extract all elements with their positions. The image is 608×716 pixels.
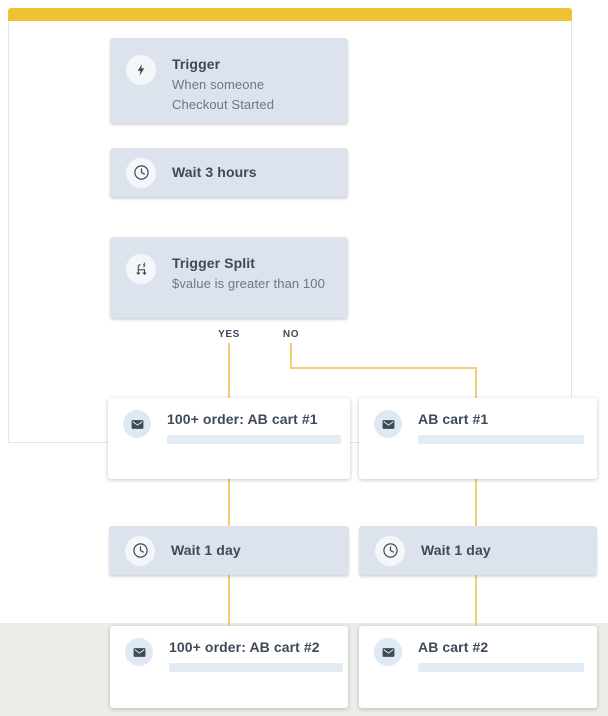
node-title: AB cart #2 (418, 639, 489, 655)
clock-icon (125, 535, 155, 566)
node-title: 100+ order: AB cart #2 (169, 639, 320, 655)
connector-no-vertical-top (290, 343, 292, 369)
email-preview-bar (169, 663, 343, 673)
node-trigger[interactable]: Trigger When someone Checkout Started (110, 38, 348, 123)
branch-label-yes: YES (218, 329, 240, 340)
lightning-icon (126, 55, 156, 85)
node-wait-1-day-no[interactable]: Wait 1 day (359, 526, 597, 575)
node-trigger-split[interactable]: Trigger Split $value is greater than 100 (110, 237, 348, 318)
node-email-ab-cart-2-no[interactable]: AB cart #2 (359, 626, 597, 708)
email-preview-bar (418, 435, 584, 445)
connector-no-vertical-bottom (475, 367, 477, 630)
connector-yes-vertical (228, 343, 230, 630)
node-title: AB cart #1 (418, 411, 489, 427)
node-subtitle: When someone Checkout Started (172, 77, 275, 112)
node-email-ab-cart-1-yes[interactable]: 100+ order: AB cart #1 (108, 398, 350, 479)
connector-no-horizontal (290, 367, 477, 369)
node-email-ab-cart-2-yes[interactable]: 100+ order: AB cart #2 (110, 626, 348, 708)
split-icon (126, 254, 156, 284)
node-title: Wait 1 day (171, 542, 241, 559)
email-preview-bar (167, 435, 341, 445)
node-subtitle: $value is greater than 100 (172, 276, 325, 292)
flow-header-bar (8, 8, 572, 21)
clock-icon (126, 157, 156, 188)
node-title: 100+ order: AB cart #1 (167, 411, 318, 427)
email-icon (123, 410, 151, 438)
node-email-ab-cart-1-no[interactable]: AB cart #1 (359, 398, 597, 479)
node-title: Wait 3 hours (172, 164, 257, 181)
node-wait-3-hours[interactable]: Wait 3 hours (110, 148, 348, 197)
clock-icon (375, 535, 405, 566)
node-title: Trigger Split (172, 255, 255, 271)
email-icon (374, 410, 402, 438)
email-icon (374, 638, 402, 666)
email-icon (125, 638, 153, 666)
node-title: Trigger (172, 56, 221, 72)
node-title: Wait 1 day (421, 542, 491, 559)
node-wait-1-day-yes[interactable]: Wait 1 day (109, 526, 349, 575)
email-preview-bar (418, 663, 584, 673)
branch-label-no: NO (282, 329, 300, 340)
